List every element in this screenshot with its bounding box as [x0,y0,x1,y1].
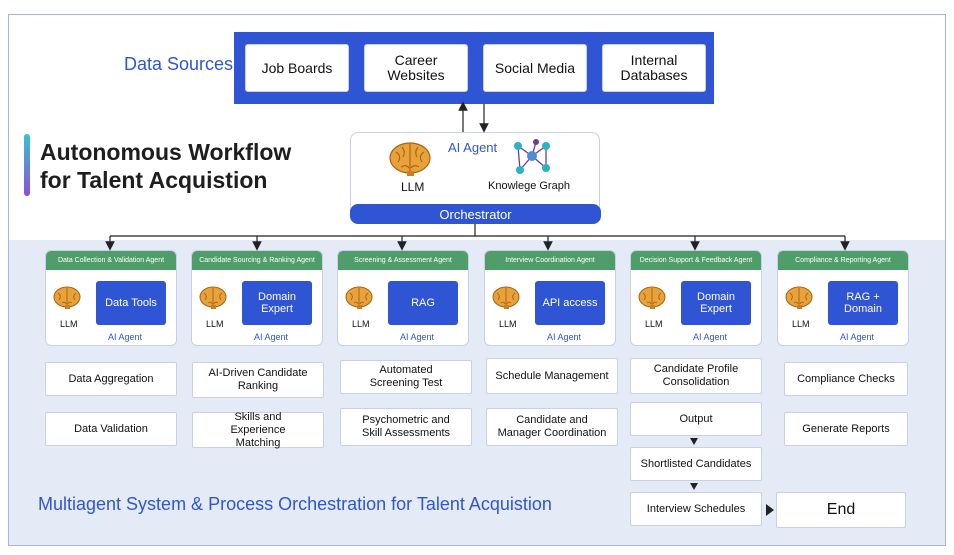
task-psychometric-assessments: Psychometric and Skill Assessments [340,408,472,446]
agent-tool: API access [535,281,605,325]
data-source-job-boards: Job Boards [245,44,349,92]
agent-ai-label: AI Agent [546,332,582,342]
title-line-2: for Talent Acquistion [40,167,268,193]
agent-tool: RAG + Domain [828,281,898,325]
task-schedule-management: Schedule Management [486,358,618,394]
task-shortlisted-candidates: Shortlisted Candidates [630,447,762,481]
task-profile-consolidation: Candidate Profile Consolidation [630,358,762,394]
agent-tool: Domain Expert [681,281,751,325]
task-interview-schedules: Interview Schedules [630,492,762,526]
orchestrator-bar: Orchestrator [350,204,601,224]
central-llm-label: LLM [401,180,425,194]
agent-llm-label: LLM [499,319,517,329]
agent-header: Decision Support & Feedback Agent [631,251,761,270]
agent-header: Candidate Sourcing & Ranking Agent [192,251,322,270]
agent-card-interview-coordination: Interview Coordination Agent API access … [484,250,616,346]
agent-header: Interview Coordination Agent [485,251,615,270]
data-source-internal-databases: Internal Databases [602,44,706,92]
agent-tool: Data Tools [96,281,166,325]
agent-llm-label: LLM [645,319,663,329]
task-data-aggregation: Data Aggregation [45,362,177,396]
task-generate-reports: Generate Reports [784,412,908,446]
task-output: Output [630,402,762,436]
agent-card-candidate-sourcing: Candidate Sourcing & Ranking Agent Domai… [191,250,323,346]
data-source-social-media: Social Media [483,44,587,92]
knowledge-graph-label: Knowlege Graph [488,180,570,192]
task-candidate-manager-coordination: Candidate and Manager Coordination [486,408,618,446]
data-source-career-websites: Career Websites [364,44,468,92]
agent-ai-label: AI Agent [399,332,435,342]
data-sources-label: Data Sources [124,54,234,74]
agent-llm-label: LLM [206,319,224,329]
agent-ai-label: AI Agent [839,332,875,342]
agent-card-decision-support: Decision Support & Feedback Agent Domain… [630,250,762,346]
agent-ai-label: AI Agent [253,332,289,342]
title-accent [24,134,30,196]
end-box: End [776,492,906,528]
task-automated-screening: Automated Screening Test [340,360,472,394]
agent-card-compliance: Compliance & Reporting Agent RAG + Domai… [777,250,909,346]
agent-tool: RAG [388,281,458,325]
task-data-validation: Data Validation [45,412,177,446]
agent-card-data-collection: Data Collection & Validation Agent Data … [45,250,177,346]
agent-llm-label: LLM [792,319,810,329]
agent-ai-label: AI Agent [107,332,143,342]
agent-llm-label: LLM [60,319,78,329]
agent-header: Data Collection & Validation Agent [46,251,176,270]
task-ai-driven-ranking: AI-Driven Candidate Ranking [192,362,324,398]
agent-header: Screening & Assessment Agent [338,251,468,270]
task-skills-matching: Skills and Experience Matching [192,411,324,449]
agent-llm-label: LLM [352,319,370,329]
central-agent-label: AI Agent [448,140,498,155]
task-compliance-checks: Compliance Checks [784,362,908,396]
bottom-title: Multiagent System & Process Orchestratio… [38,494,552,514]
agent-header: Compliance & Reporting Agent [778,251,908,270]
agent-ai-label: AI Agent [692,332,728,342]
title-line-1: Autonomous Workflow [40,139,292,165]
page-title: Autonomous Workflow for Talent Acquistio… [40,138,291,194]
agent-tool: Domain Expert [242,281,312,325]
agent-card-screening: Screening & Assessment Agent RAG LLM AI … [337,250,469,346]
